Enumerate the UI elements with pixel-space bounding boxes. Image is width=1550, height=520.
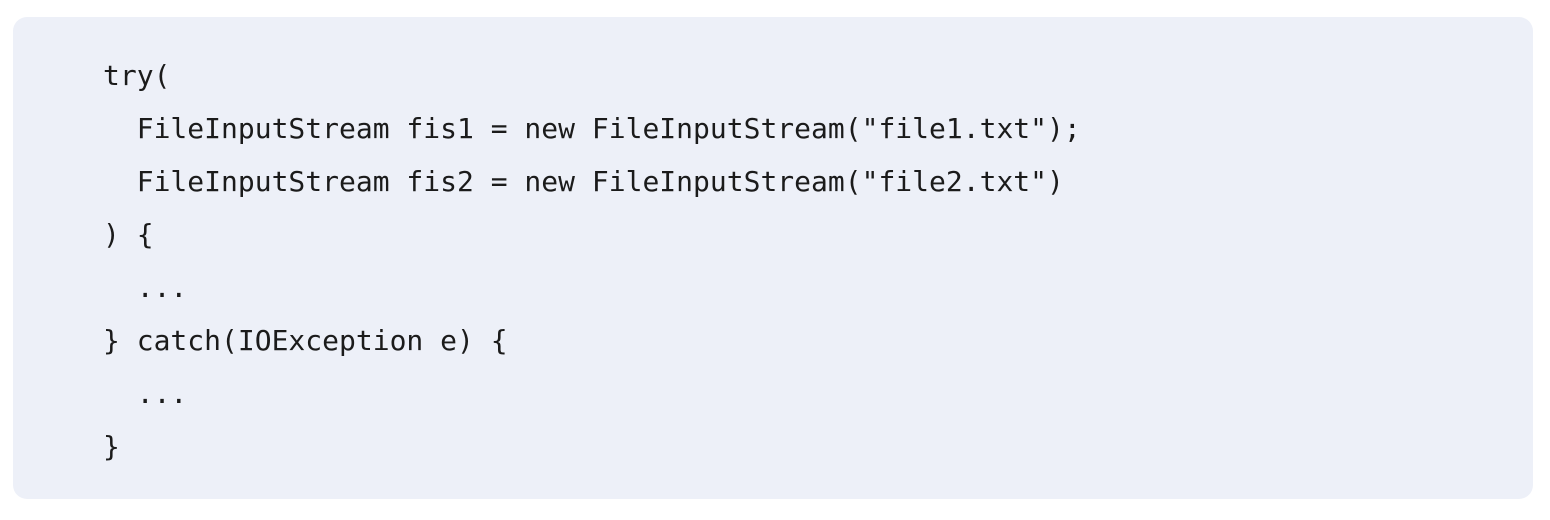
code-line: } [103, 430, 120, 463]
code-line: FileInputStream fis2 = new FileInputStre… [103, 165, 1064, 198]
code-line: try( [103, 59, 171, 92]
code-line: ... [103, 377, 188, 410]
code-snippet: try( FileInputStream fis1 = new FileInpu… [103, 49, 1493, 473]
code-block-card: try( FileInputStream fis1 = new FileInpu… [13, 17, 1533, 499]
code-line: ) { [103, 218, 154, 251]
code-line: ... [103, 271, 188, 304]
code-line: FileInputStream fis1 = new FileInputStre… [103, 112, 1081, 145]
code-line: } catch(IOException e) { [103, 324, 508, 357]
